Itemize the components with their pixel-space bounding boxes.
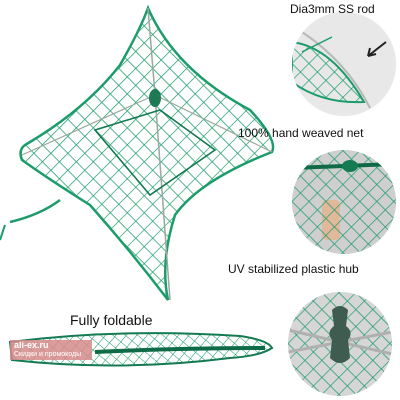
folded-net-bundle (8, 332, 274, 367)
arrow-icon (364, 40, 388, 58)
caption-foldable: Fully foldable (70, 312, 153, 328)
caption-rod: Dia3mm SS rod (290, 2, 375, 16)
caption-net: 100% hand weaved net (238, 126, 364, 140)
watermark-tagline: Скидки и промокоды (14, 351, 82, 358)
caption-hub: UV stabilized plastic hub (228, 262, 359, 276)
rod-detail-circle (292, 12, 396, 116)
hub-detail-circle (288, 292, 392, 396)
net-detail-circle (292, 150, 396, 254)
watermark-brand: ali-ex.ru (14, 340, 49, 350)
trap-net (0, 4, 275, 301)
